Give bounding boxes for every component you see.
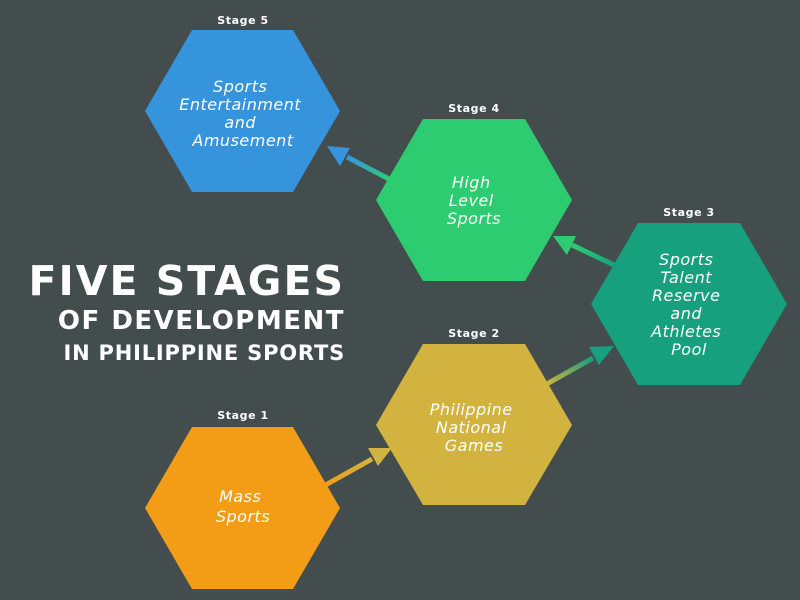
stage-4-line: High (452, 173, 491, 192)
stage-1-hexagon (145, 427, 340, 589)
stage-3-label: Stage 3 (663, 206, 715, 219)
stage-3-line: Talent (660, 268, 712, 287)
title-line-3: IN PHILIPPINE SPORTS (63, 341, 345, 365)
stage-4-hexagon (376, 119, 572, 281)
stage-2-label: Stage 2 (448, 327, 500, 340)
stage-5-line: and (224, 113, 256, 132)
stage-3-line: and (670, 304, 702, 323)
stage-2-text: Philippine National Games (430, 400, 518, 455)
stage-3-line: Sports (659, 250, 713, 269)
stage-2-hexagon (376, 344, 572, 505)
stage-3-line: Reserve (652, 286, 721, 305)
stage-5-label: Stage 5 (217, 14, 269, 27)
arrow-stage1-to-stage2 (320, 448, 392, 490)
stage-4-label: Stage 4 (448, 102, 500, 115)
arrow-stage3-to-stage4 (553, 236, 616, 268)
stage-3-line: Athletes (650, 322, 721, 341)
title-line-1: FIVE STAGES (28, 257, 345, 305)
stage-2-line: Games (445, 436, 503, 455)
stage-5-hexagon (145, 30, 340, 192)
stage-4-line: Sports (447, 209, 501, 228)
stage-5-line: Entertainment (179, 95, 301, 114)
stage-5-line: Amusement (191, 131, 293, 150)
stage-1-line: Mass (219, 487, 261, 506)
stage-1-label: Stage 1 (217, 409, 269, 422)
title-line-2: OF DEVELOPMENT (57, 306, 345, 336)
stage-4-text: High Level Sports (447, 173, 501, 228)
stage-5-text: Sports Entertainment and Amusement (179, 77, 307, 150)
stage-1-text: Mass Sports (216, 487, 270, 526)
stage-4-line: Level (449, 191, 494, 210)
stage-2-line: Philippine (430, 400, 513, 419)
stage-3-line: Pool (671, 340, 707, 359)
stage-1-line: Sports (216, 507, 270, 526)
arrow-stage2-to-stage3 (543, 346, 614, 388)
stage-3-text: Sports Talent Reserve and Athletes Pool (650, 250, 727, 359)
stage-3-hexagon (591, 223, 787, 385)
stage-5-line: Sports (213, 77, 267, 96)
stage-2-line: National (436, 418, 507, 437)
arrow-stage4-to-stage5 (327, 146, 393, 183)
